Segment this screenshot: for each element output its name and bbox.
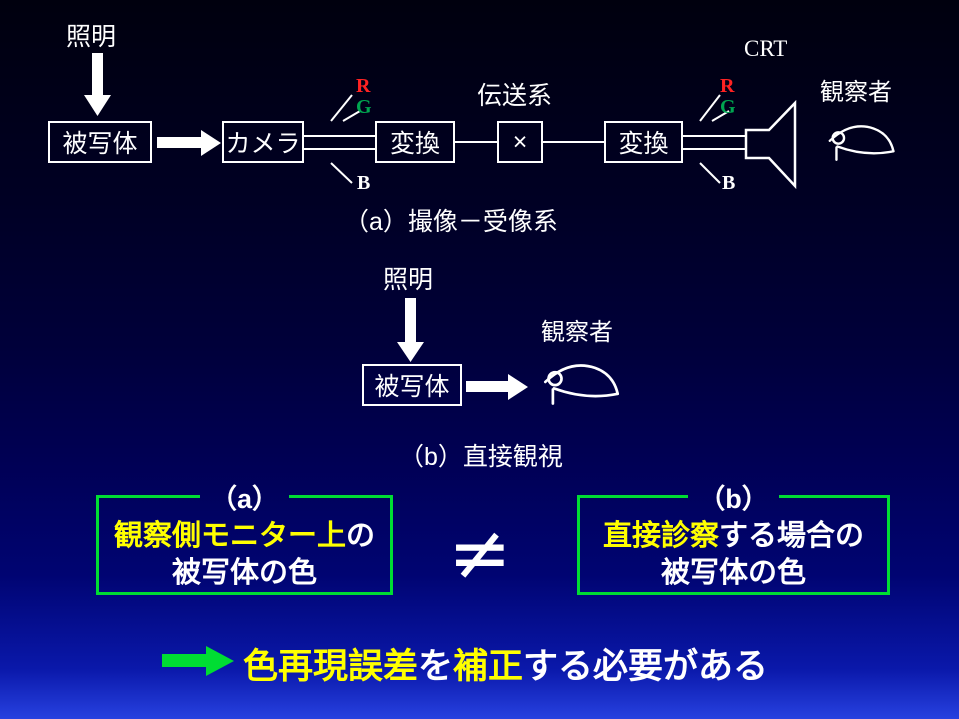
conclusion-plain-2: する必要がある <box>523 647 769 686</box>
conclusion-statement: 色再現誤差を補正する必要がある <box>243 638 768 689</box>
illumination-label-middle: 照明 <box>383 266 434 294</box>
caption-imaging-system: （a）撮像－受像系 <box>344 208 558 236</box>
r-signal-label-left: R <box>356 75 371 97</box>
r-signal-label-right: R <box>720 75 735 97</box>
comparison-box-a-line1-rest: の <box>346 520 376 552</box>
comparison-box-a-line2: 被写体の色 <box>171 557 317 590</box>
observer-label-top: 観察者 <box>820 79 892 106</box>
rgb-connector-right <box>683 94 747 184</box>
down-arrow-middle-illumination <box>397 298 424 362</box>
crt-label: CRT <box>744 36 788 61</box>
convert-box-2: 変換 <box>604 121 683 163</box>
comparison-box-b-line1-highlight: 直接診察 <box>602 520 719 552</box>
conclusion-green-arrow <box>162 646 234 676</box>
subject-box-middle: 被写体 <box>362 364 462 406</box>
g-signal-label-left: G <box>356 96 372 118</box>
down-arrow-top-illumination <box>84 53 111 116</box>
conclusion-plain-1: を <box>418 647 454 686</box>
comparison-box-a-line1: 観察側モニター上の <box>103 518 386 555</box>
comparison-box-b-tag: （b） <box>698 484 769 514</box>
subject-box-top: 被写体 <box>48 121 152 163</box>
comparison-box-a-tag: （a） <box>209 484 280 514</box>
observer-label-middle: 観察者 <box>541 319 613 346</box>
conclusion-highlight-1: 色再現誤差 <box>243 647 419 686</box>
b-signal-label-left: B <box>357 172 371 194</box>
comparison-box-b-line1-rest: する場合の <box>719 520 865 552</box>
b-signal-label-right: B <box>722 172 736 194</box>
conclusion-highlight-2: 補正 <box>453 647 524 686</box>
crt-icon <box>744 99 797 190</box>
convert-box-1: 変換 <box>375 121 455 163</box>
multiply-box: × <box>497 121 543 163</box>
caption-direct-viewing: （b）直接観視 <box>399 443 563 471</box>
transmission-label: 伝送系 <box>477 82 553 110</box>
illumination-label-top: 照明 <box>66 23 117 51</box>
flow-arrow-subject-to-camera <box>157 130 221 156</box>
comparison-box-b-line2: 被写体の色 <box>660 557 806 590</box>
flow-arrow-subject-to-observer <box>466 374 528 400</box>
comparison-box-b-line1: 直接診察する場合の <box>584 518 883 555</box>
camera-box: カメラ <box>222 121 304 163</box>
comparison-box-b: （b） 直接診察する場合の 被写体の色 <box>577 477 890 595</box>
comparison-box-a-line1-highlight: 観察側モニター上 <box>113 520 346 552</box>
g-signal-label-right: G <box>720 96 736 118</box>
observer-eye-icon-middle <box>543 364 620 405</box>
comparison-box-a: （a） 観察側モニター上の 被写体の色 <box>96 477 393 595</box>
observer-eye-icon-top <box>828 125 895 161</box>
not-equal-sign: ≠ <box>448 508 512 597</box>
